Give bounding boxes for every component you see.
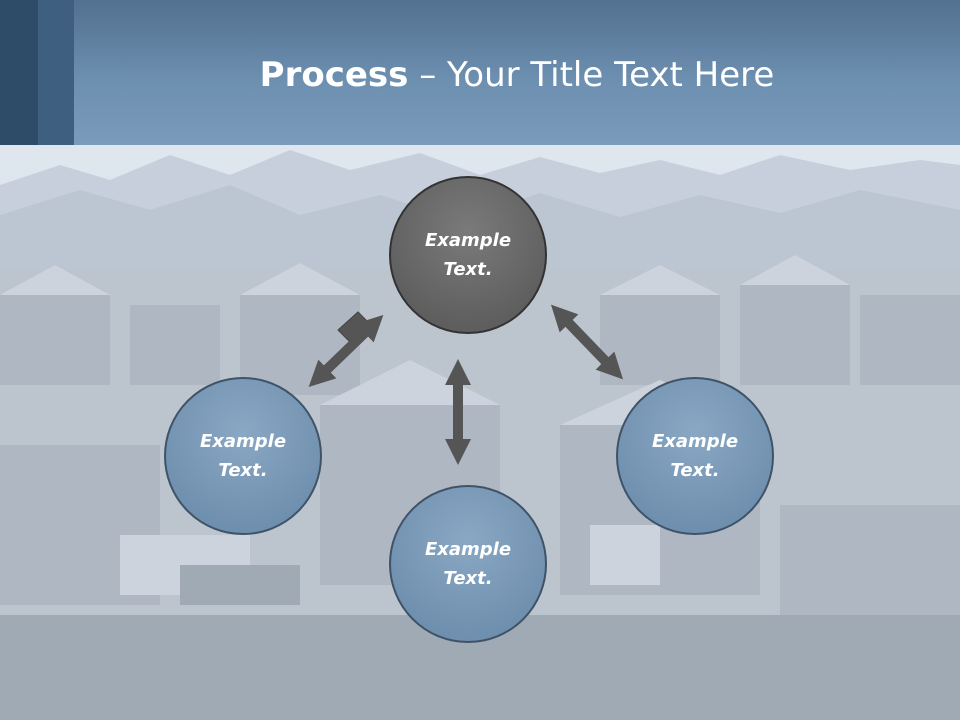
arrow-top-left — [337, 311, 373, 345]
node-left: Example Text. — [164, 377, 322, 535]
node-bottom-label: Example Text. — [424, 539, 512, 589]
node-bottom: Example Text. — [389, 485, 547, 643]
title-bold: Process — [259, 55, 409, 95]
title-bar — [0, 0, 960, 145]
node-right: Example Text. — [616, 377, 774, 535]
title-separator: – — [408, 55, 448, 95]
node-top-label: Example Text. — [424, 230, 512, 280]
node-right-label: Example Text. — [651, 431, 739, 481]
slide-title: Process – Your Title Text Here — [74, 52, 960, 98]
node-left-label: Example Text. — [199, 431, 287, 481]
arrow-top-to-left — [308, 314, 384, 388]
node-top: Example Text. — [389, 176, 547, 334]
arrow-top-to-right — [550, 304, 624, 380]
title-bar-accent-dark — [0, 0, 38, 145]
title-bar-accent — [38, 0, 74, 145]
title-text: Your Title Text Here — [447, 55, 775, 95]
